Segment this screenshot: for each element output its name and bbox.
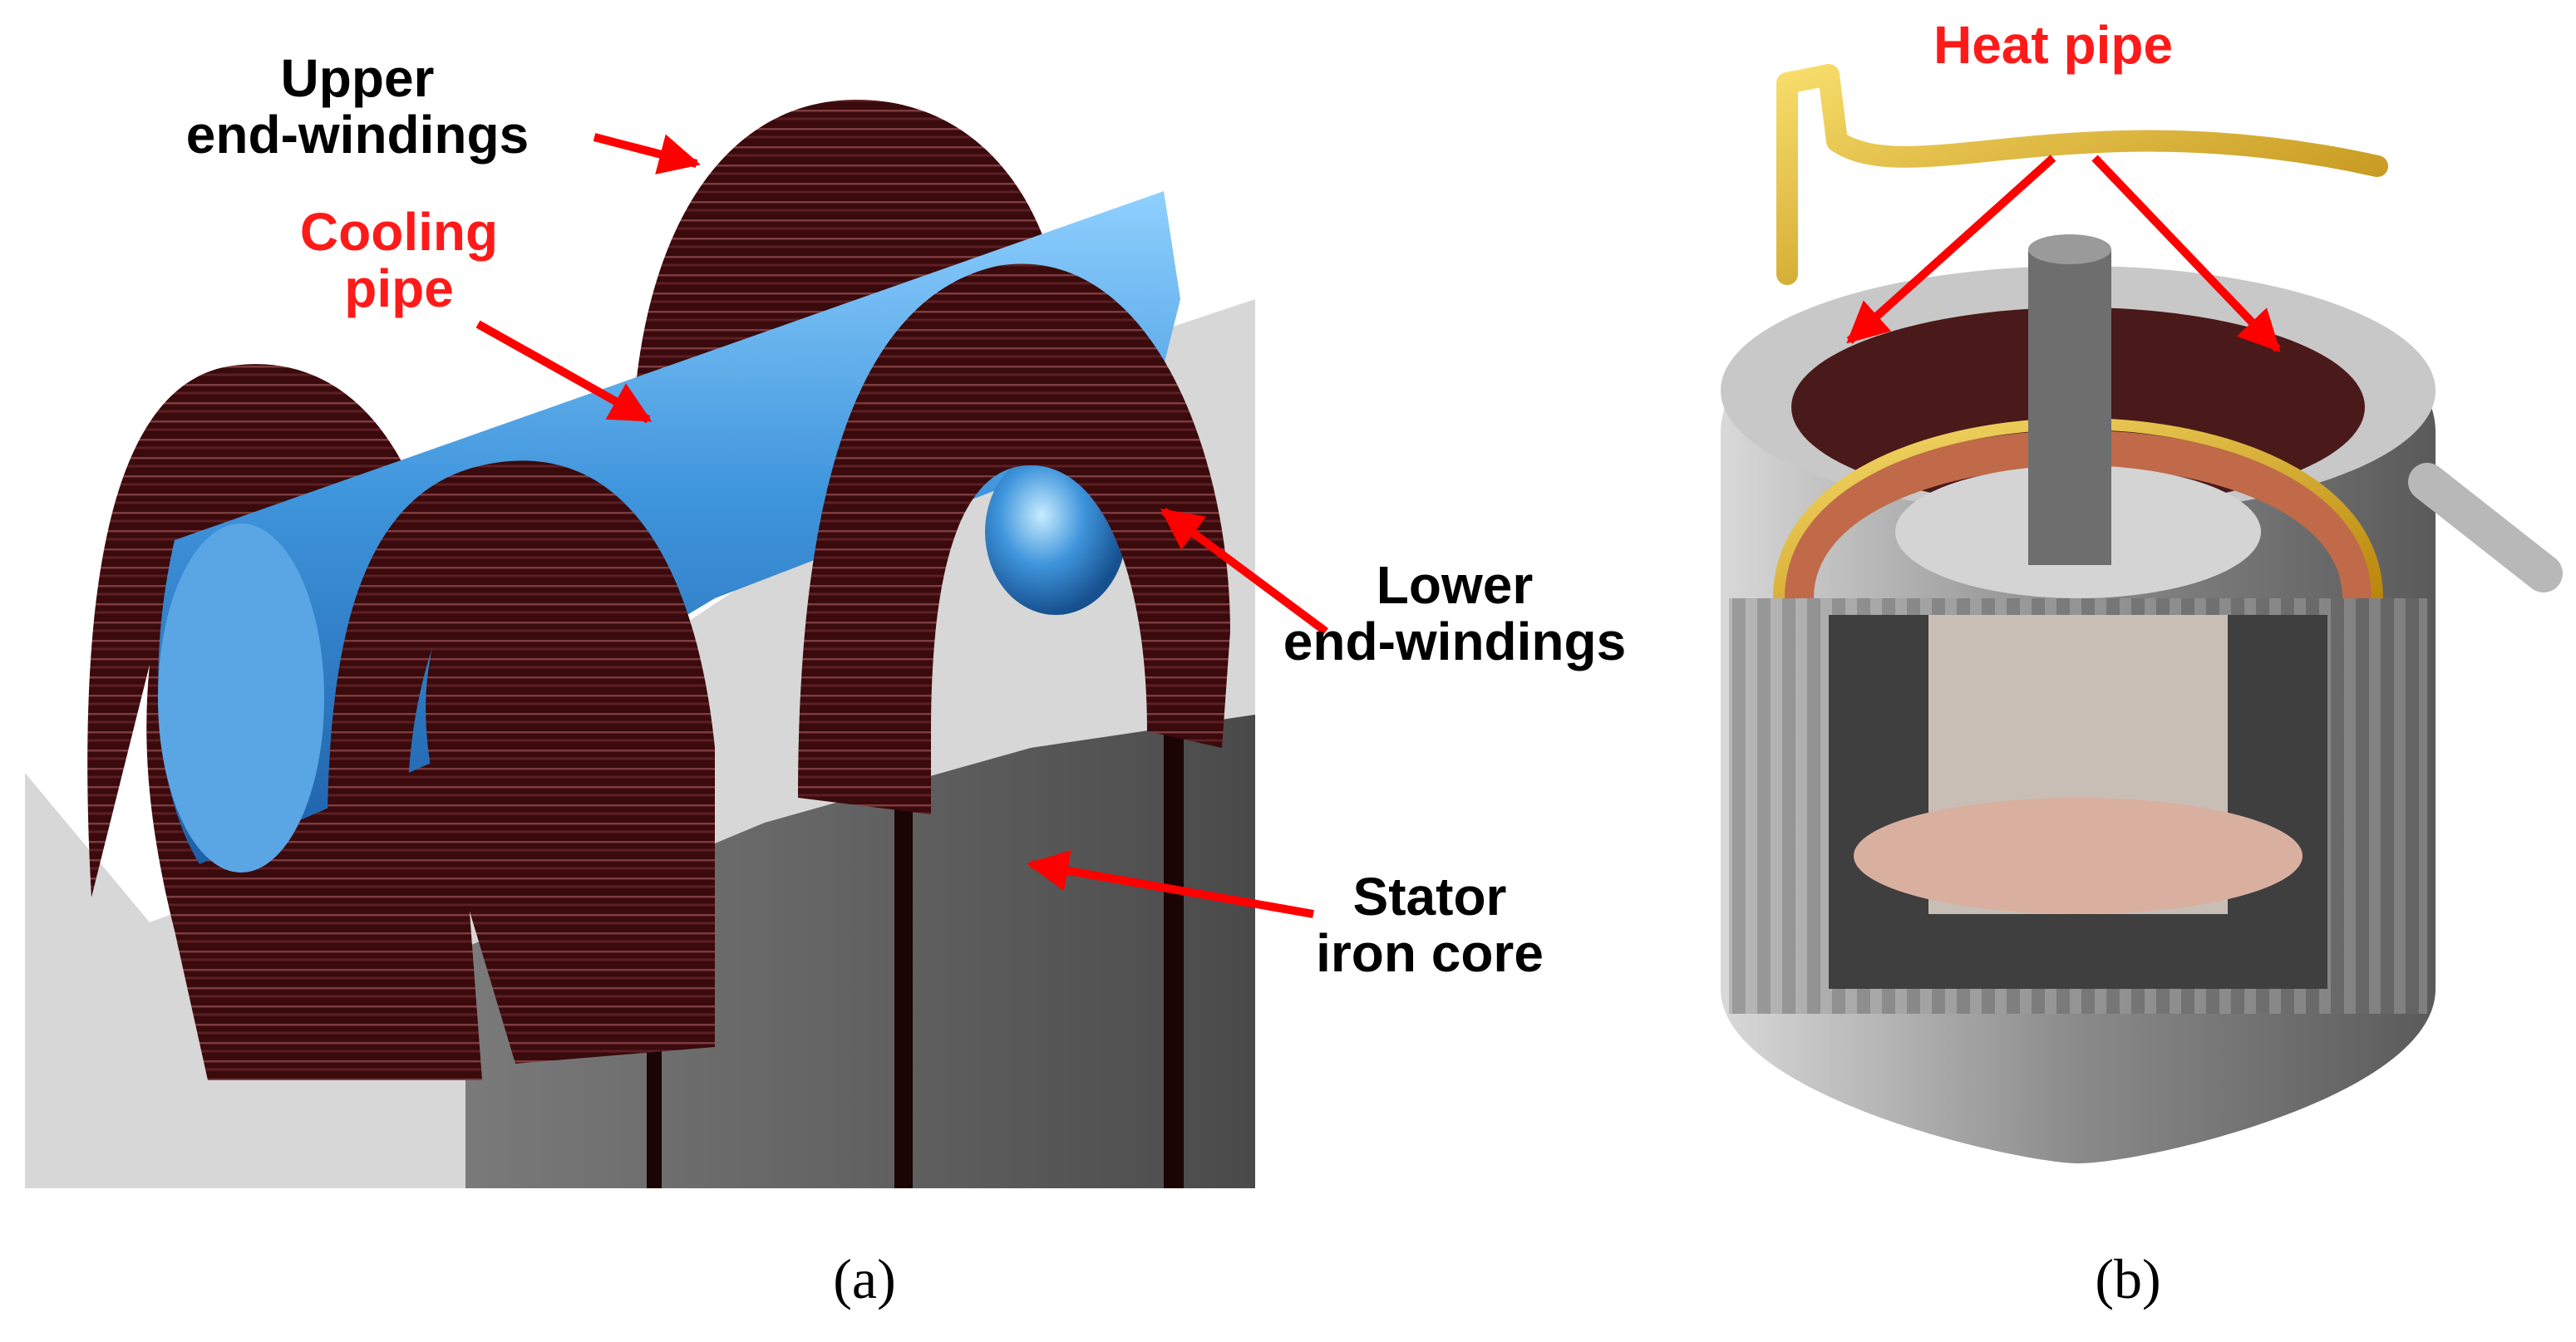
label-lower-line2: end-windings <box>1283 612 1627 671</box>
arrow-cooling-pipe <box>475 320 653 424</box>
panel-b-illustration <box>1721 64 2563 1163</box>
motor-shaft-top <box>2028 234 2111 264</box>
arrow-stator-iron-core <box>1027 850 1314 918</box>
caption-panel-b: (b) <box>2095 1247 2161 1310</box>
label-cooling-pipe: Cooling pipe <box>249 204 549 317</box>
arrow-upper-end-windings <box>593 133 701 175</box>
stator-iron-core <box>465 715 1255 1188</box>
label-upper-end-windings: Upper end-windings <box>150 50 565 163</box>
arrow-heat-pipe-right <box>2091 155 2281 352</box>
label-cooling-line2: pipe <box>344 258 454 318</box>
caption-panel-a: (a) <box>833 1247 896 1310</box>
label-stator-iron-core: Stator iron core <box>1272 868 1588 981</box>
label-upper-line1: Upper <box>280 48 435 108</box>
right-end-winding <box>798 263 1230 814</box>
coolant-inlet-tube <box>2408 463 2563 592</box>
arrow-heat-pipe-left <box>1846 155 2056 344</box>
middle-end-winding <box>327 460 715 1064</box>
panel-a-illustration <box>25 100 1328 1188</box>
label-lower-end-windings: Lower end-windings <box>1247 557 1662 670</box>
label-upper-line2: end-windings <box>185 105 529 165</box>
motor-shaft <box>2028 249 2111 565</box>
cooling-pipe-end-cap <box>158 524 324 873</box>
label-cooling-line1: Cooling <box>299 202 499 262</box>
label-stator-line1: Stator <box>1352 867 1507 927</box>
heat-pipe-standalone <box>1776 64 2388 285</box>
stator-slot-ring <box>1854 798 2303 914</box>
label-heat-pipe-text: Heat pipe <box>1933 15 2174 75</box>
arrow-lower-end-windings <box>1160 507 1328 636</box>
label-stator-line2: iron core <box>1316 923 1544 983</box>
label-heat-pipe: Heat pipe <box>1879 17 2228 73</box>
label-lower-line1: Lower <box>1376 555 1534 615</box>
